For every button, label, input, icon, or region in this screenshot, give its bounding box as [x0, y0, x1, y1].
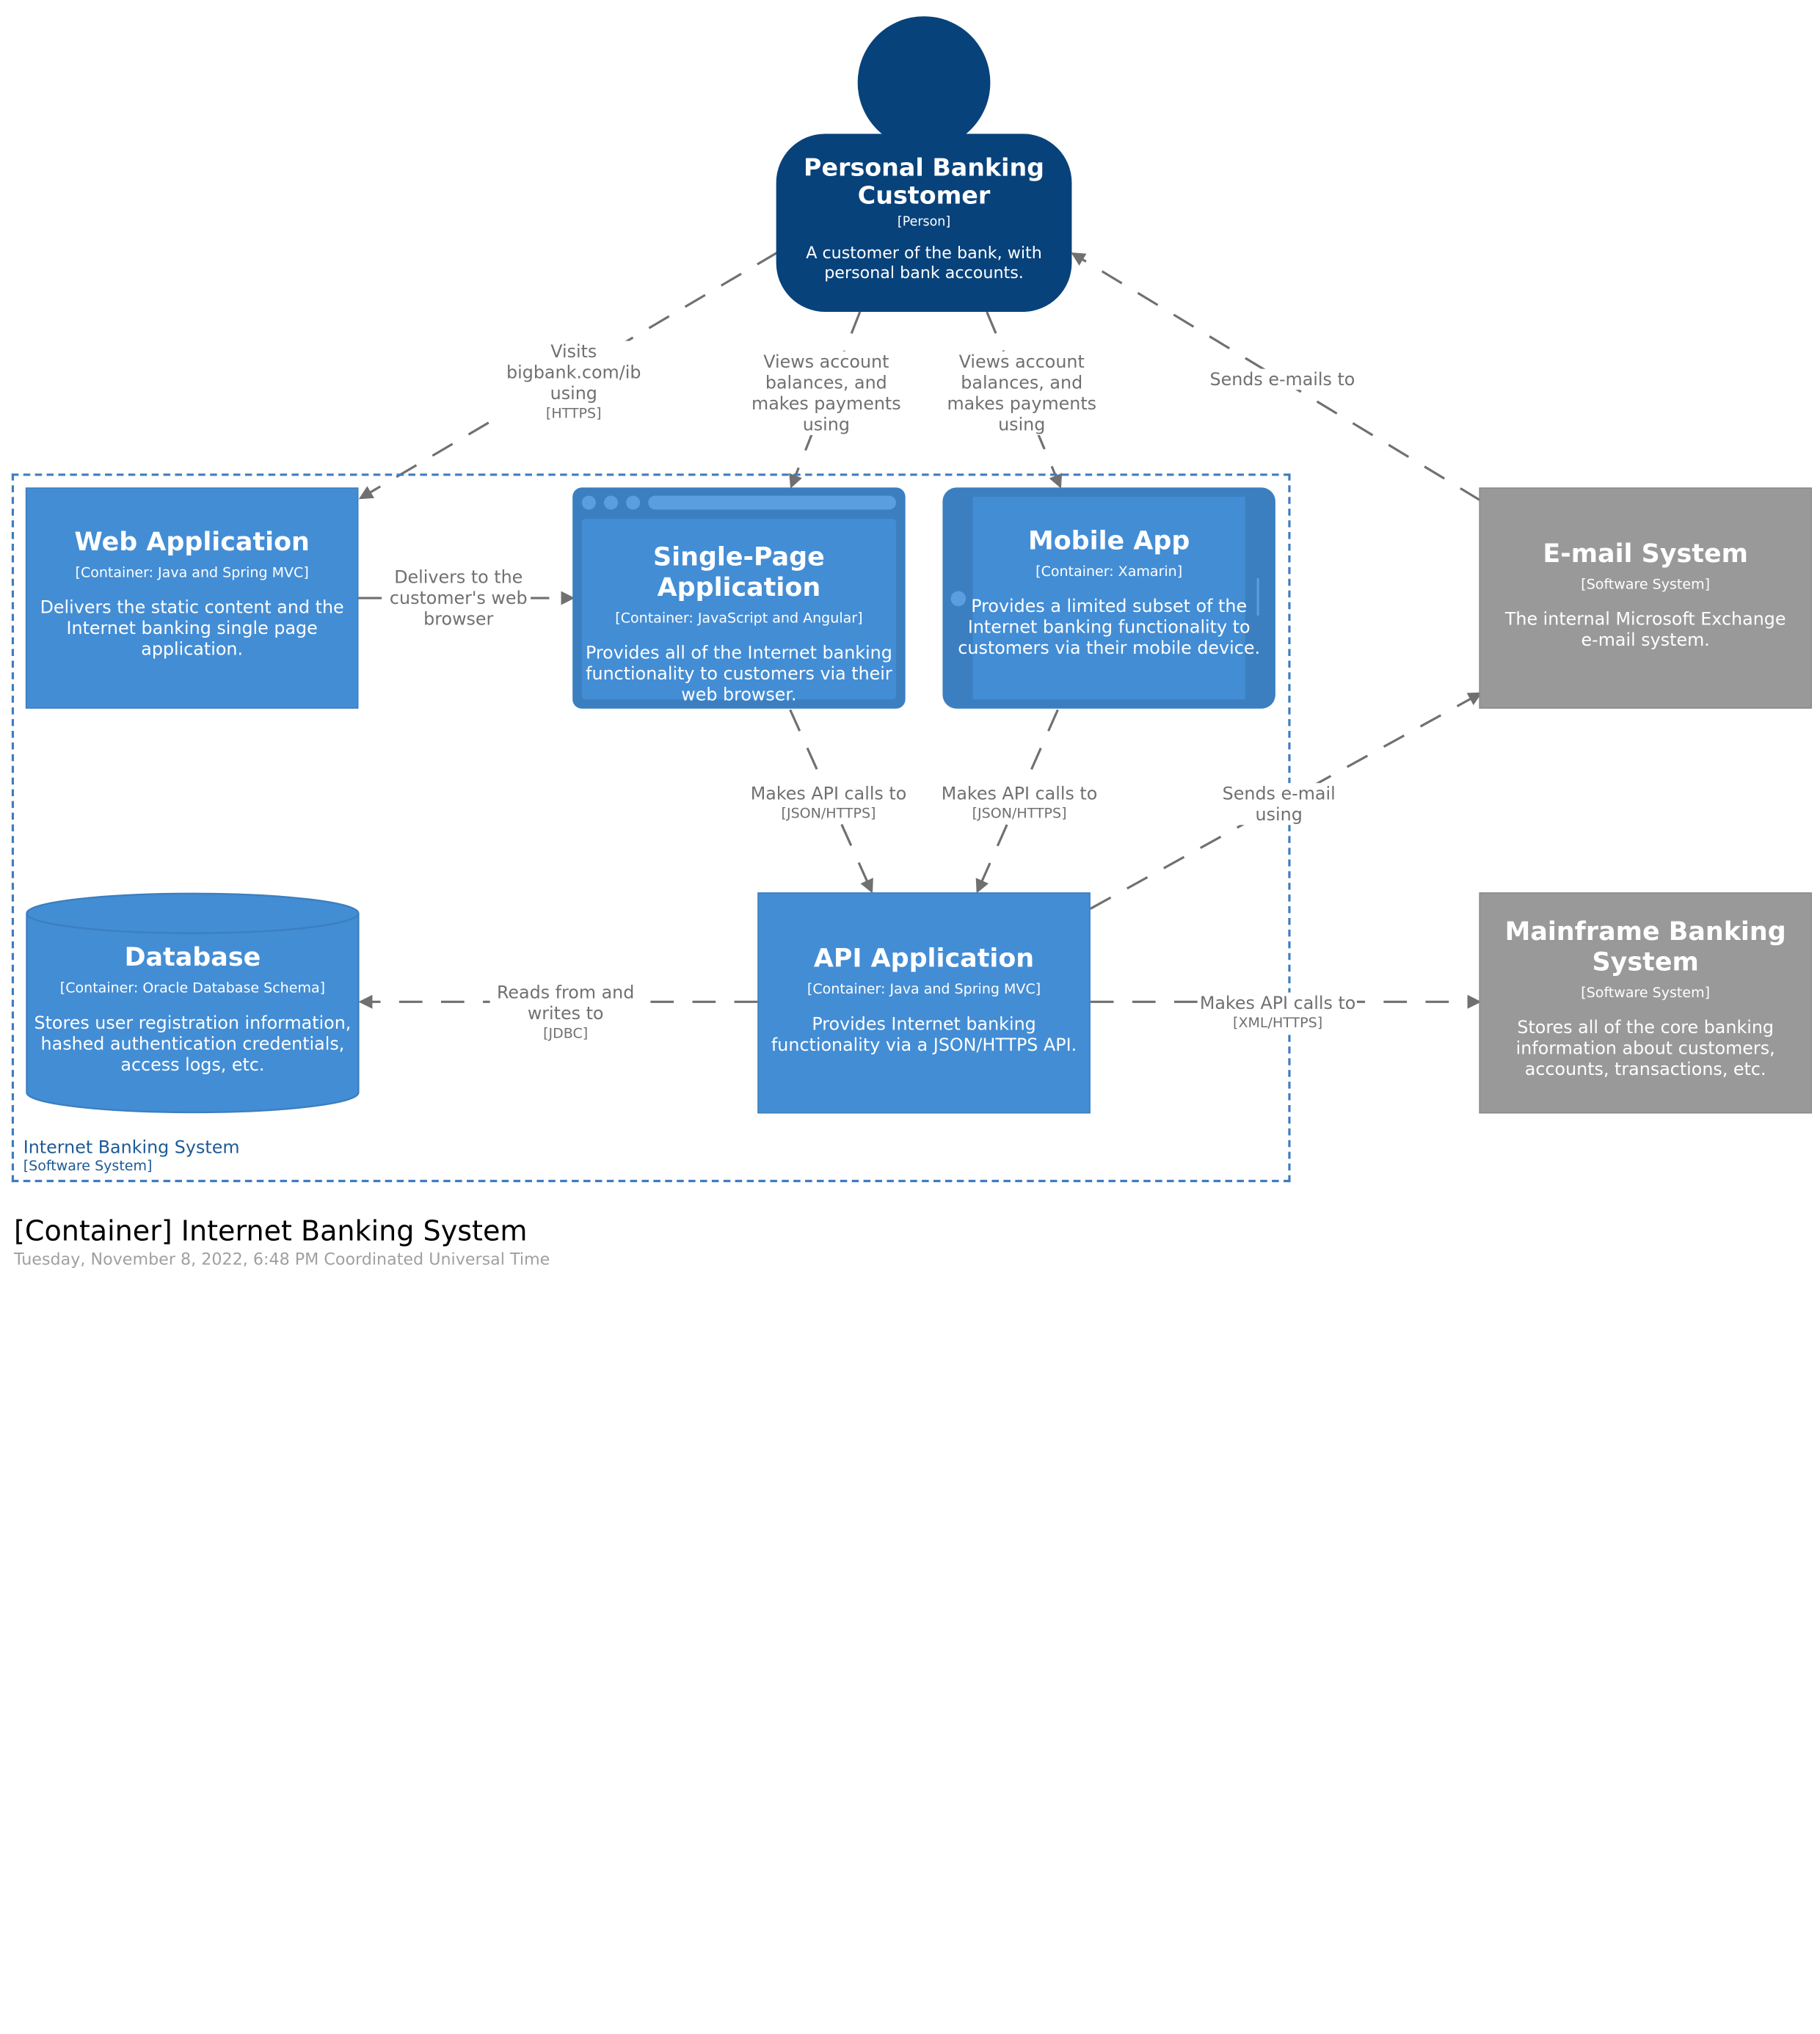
- database-title: Database: [124, 944, 261, 973]
- mainframe-desc-line1: Stores all of the core banking: [1517, 1016, 1774, 1038]
- edge-views-spa-label: Views account balances, and makes paymen…: [744, 351, 908, 436]
- edge-mobile-api-label: Makes API calls to [JSON/HTTPS]: [940, 783, 1099, 823]
- edge-spa-api-label: Makes API calls to [JSON/HTTPS]: [749, 783, 908, 823]
- person-title-line1: Personal Banking: [804, 153, 1045, 182]
- spa-type: [Container: JavaScript and Angular]: [615, 609, 863, 627]
- container-database[interactable]: Database [Container: Oracle Database Sch…: [26, 892, 360, 1114]
- database-desc-line1: Stores user registration information,: [34, 1012, 352, 1034]
- database-cylinder-icon: [26, 892, 360, 1114]
- database-type: [Container: Oracle Database Schema]: [59, 980, 326, 996]
- edge-visits-label: Visits bigbank.com/ib using [HTTPS]: [498, 340, 649, 423]
- boundary-name: Internet Banking System: [23, 1137, 240, 1158]
- web-app-desc-line2: Internet banking single page: [66, 618, 318, 639]
- person-body: Personal Banking Customer [Person] A cus…: [776, 134, 1072, 312]
- spa-title: Single-Page Application: [653, 543, 825, 603]
- mainframe-type: [Software System]: [1581, 984, 1711, 1001]
- edge-sends-emails-to-label: Sends e-mails to: [1203, 368, 1362, 390]
- edge-sends-email-using-label: Sends e-mail using: [1215, 783, 1343, 825]
- web-app-type: [Container: Java and Spring MVC]: [75, 564, 309, 581]
- api-app-desc-line1: Provides Internet banking: [812, 1013, 1036, 1035]
- api-app-title: API Application: [813, 944, 1035, 974]
- mainframe-title-line1: Mainframe Banking: [1504, 918, 1786, 947]
- tablet-home-button-icon: [950, 591, 967, 607]
- email-system-title: E-mail System: [1543, 539, 1748, 569]
- person-desc-line1: A customer of the bank, with: [806, 244, 1042, 263]
- system-mainframe-banking[interactable]: Mainframe Banking System [Software Syste…: [1479, 892, 1812, 1114]
- boundary-type: [Software System]: [23, 1157, 153, 1174]
- person-type: [Person]: [897, 214, 951, 230]
- web-app-desc-line1: Delivers the static content and the: [40, 597, 344, 619]
- system-email[interactable]: E-mail System [Software System] The inte…: [1479, 487, 1812, 709]
- database-desc-line3: access logs, etc.: [120, 1054, 265, 1076]
- person-personal-banking-customer[interactable]: Personal Banking Customer [Person] A cus…: [775, 16, 1073, 314]
- browser-dot-icon: [581, 495, 596, 510]
- api-app-desc-line2: functionality via a JSON/HTTPS API.: [771, 1034, 1077, 1056]
- mobile-app-desc-line3: customers via their mobile device.: [958, 637, 1261, 659]
- api-app-type: [Container: Java and Spring MVC]: [807, 980, 1041, 997]
- mobile-app-desc-line2: Internet banking functionality to: [967, 616, 1251, 638]
- spa-desc-line3: web browser.: [681, 684, 797, 705]
- mainframe-desc-line2: information about customers,: [1515, 1038, 1775, 1059]
- container-mobile-app[interactable]: Mobile App [Container: Xamarin] Provides…: [942, 487, 1275, 709]
- database-desc-line2: hashed authentication credentials,: [40, 1033, 345, 1054]
- mobile-app-title: Mobile App: [1027, 527, 1190, 556]
- spa-desc-line2: functionality to customers via their: [586, 663, 892, 685]
- person-title-line2: Customer: [857, 181, 991, 210]
- spa-desc-line1: Provides all of the Internet banking: [585, 642, 892, 663]
- email-system-desc-line2: e-mail system.: [1581, 629, 1710, 651]
- email-system-type: [Software System]: [1581, 575, 1711, 593]
- web-app-title: Web Application: [74, 528, 310, 558]
- person-desc-line2: personal bank accounts.: [824, 263, 1024, 283]
- container-single-page-application[interactable]: Single-Page Application [Container: Java…: [572, 487, 906, 709]
- browser-dot-icon: [626, 495, 641, 510]
- tablet-side-button-icon: [1256, 578, 1259, 616]
- edge-sends-emails-to-line: [1071, 252, 1481, 502]
- web-app-desc-line3: application.: [141, 638, 244, 660]
- diagram-title: [Container] Internet Banking System: [14, 1214, 528, 1247]
- mobile-app-content: Mobile App [Container: Xamarin] Provides…: [958, 497, 1260, 700]
- browser-dot-icon: [603, 495, 619, 510]
- email-system-desc-line1: The internal Microsoft Exchange: [1504, 608, 1786, 630]
- edge-delivers-label: Delivers to the customer's web browser: [386, 566, 531, 630]
- edge-mainframe-calls-label: Makes API calls to [XML/HTTPS]: [1198, 992, 1357, 1032]
- mainframe-desc-line3: accounts, transactions, etc.: [1524, 1058, 1766, 1080]
- container-api-application[interactable]: API Application [Container: Java and Spr…: [757, 892, 1091, 1114]
- edge-reads-writes-label: Reads from and writes to [JDBC]: [489, 982, 641, 1043]
- internet-banking-system-boundary: [11, 473, 1291, 1183]
- mainframe-title-line2: System: [1592, 948, 1699, 977]
- browser-address-bar: [648, 495, 896, 510]
- spa-content: Single-Page Application [Container: Java…: [581, 519, 896, 705]
- mobile-app-desc-line1: Provides a limited subset of the: [971, 595, 1248, 617]
- person-head-icon: [857, 16, 991, 149]
- diagram-date: Tuesday, November 8, 2022, 6:48 PM Coord…: [14, 1250, 550, 1269]
- container-web-application[interactable]: Web Application [Container: Java and Spr…: [25, 487, 359, 709]
- mobile-app-type: [Container: Xamarin]: [1035, 563, 1183, 580]
- edge-views-mobile-label: Views account balances, and makes paymen…: [940, 351, 1104, 436]
